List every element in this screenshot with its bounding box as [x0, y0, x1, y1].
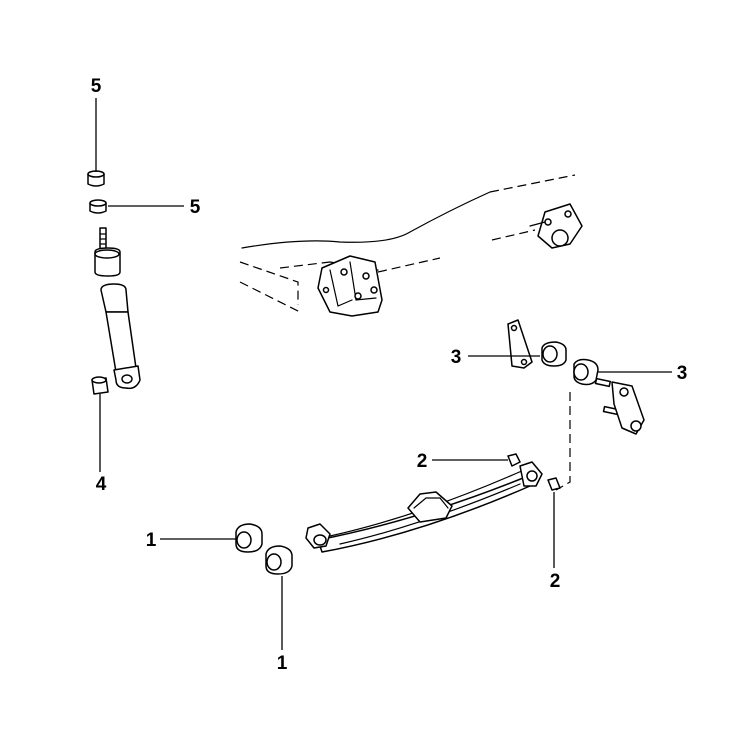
spring-bushing-2-upper: [507, 453, 521, 467]
bushing-4: [91, 376, 109, 395]
bushing-5-upper: [87, 170, 105, 187]
callout-1-left: 1: [146, 530, 157, 551]
leader-lines: [95, 98, 672, 650]
callout-2-upper: 2: [417, 451, 428, 472]
callout-3-left: 3: [451, 347, 462, 368]
shackle-plate: [507, 319, 533, 369]
shock-absorber: [94, 227, 141, 390]
rear-hanger-bracket: [529, 203, 583, 249]
callout-4: 4: [96, 474, 107, 495]
alignment-lines: [555, 392, 571, 491]
spring-eye-bushing-1-lower: [265, 545, 293, 575]
shackle-bolt-assembly: [594, 377, 645, 435]
leaf-spring: [305, 461, 543, 553]
callout-2-lower: 2: [550, 571, 561, 592]
callout-3-right: 3: [677, 363, 688, 384]
spring-eye-bushing-1-upper: [235, 523, 263, 553]
shackle-bushing-left: [541, 341, 567, 367]
callout-5-right: 5: [190, 197, 201, 218]
spring-hanger-bracket: [317, 255, 383, 317]
shackle-bushing-right: [573, 358, 599, 386]
callout-1-bottom: 1: [277, 653, 288, 674]
vehicle-frame: [239, 174, 576, 313]
bushing-5-lower: [89, 199, 107, 214]
callout-5-top: 5: [91, 76, 102, 97]
